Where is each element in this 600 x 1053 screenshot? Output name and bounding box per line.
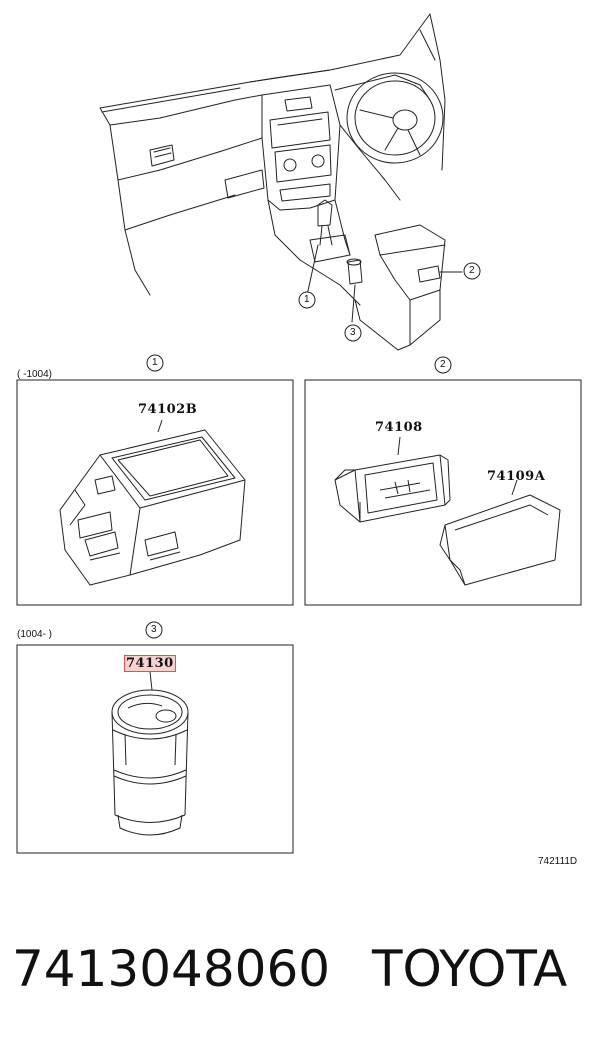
panel2-part-74108: 74108: [375, 420, 423, 435]
brand-name: TOYOTA: [372, 940, 568, 998]
callout-1: 1: [304, 294, 310, 305]
panel3-callout: 3: [151, 624, 157, 635]
panel2-callout: 2: [440, 359, 446, 370]
panel3-part-74130: 74130: [124, 655, 176, 672]
panel1-callout: 1: [152, 357, 158, 368]
callout-3: 3: [350, 327, 356, 338]
diagram-code: 742111D: [538, 856, 578, 867]
dashboard-illustration: [99, 13, 481, 351]
panel3-date-range: (1004- ): [17, 629, 53, 640]
callout-2: 2: [469, 265, 475, 276]
part-number: 7413048060: [12, 940, 331, 998]
panel1-part-74102B: 74102B: [138, 402, 198, 417]
panel1-date-range: ( -1004): [17, 369, 53, 380]
panel2-part-74109A: 74109A: [487, 469, 546, 484]
